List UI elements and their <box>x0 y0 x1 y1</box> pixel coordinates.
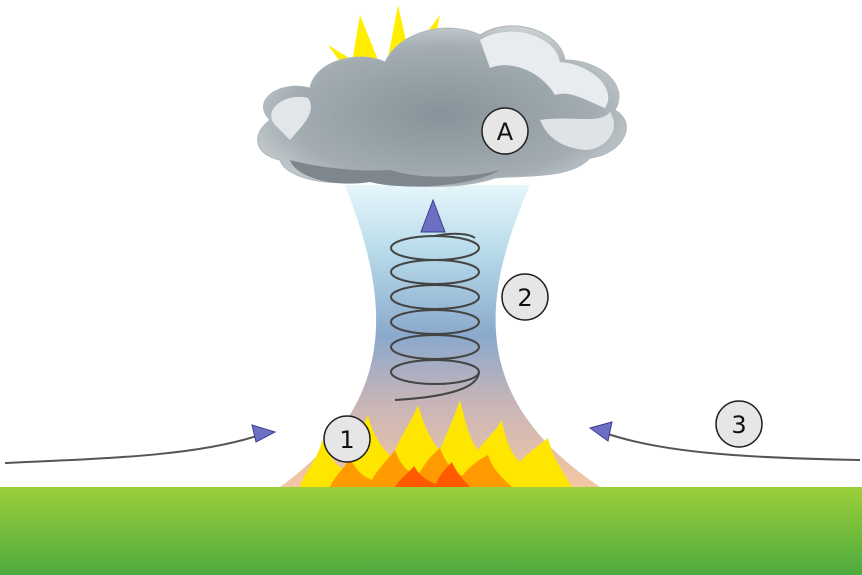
left-inflow-arrow <box>4 424 277 464</box>
svg-text:1: 1 <box>339 426 354 454</box>
up-arrow-icon <box>420 198 446 233</box>
spiral-updraft <box>390 232 480 401</box>
svg-text:A: A <box>497 118 514 146</box>
right-inflow-arrow <box>588 421 861 461</box>
label-2: 2 <box>501 273 549 321</box>
label-3: 3 <box>715 400 763 448</box>
storm-cloud <box>257 25 627 187</box>
label-1: 1 <box>323 415 371 463</box>
fire-flames <box>300 400 572 487</box>
ground <box>0 487 862 575</box>
label-a: A <box>481 107 529 155</box>
svg-text:3: 3 <box>731 411 746 439</box>
svg-text:2: 2 <box>517 284 532 312</box>
